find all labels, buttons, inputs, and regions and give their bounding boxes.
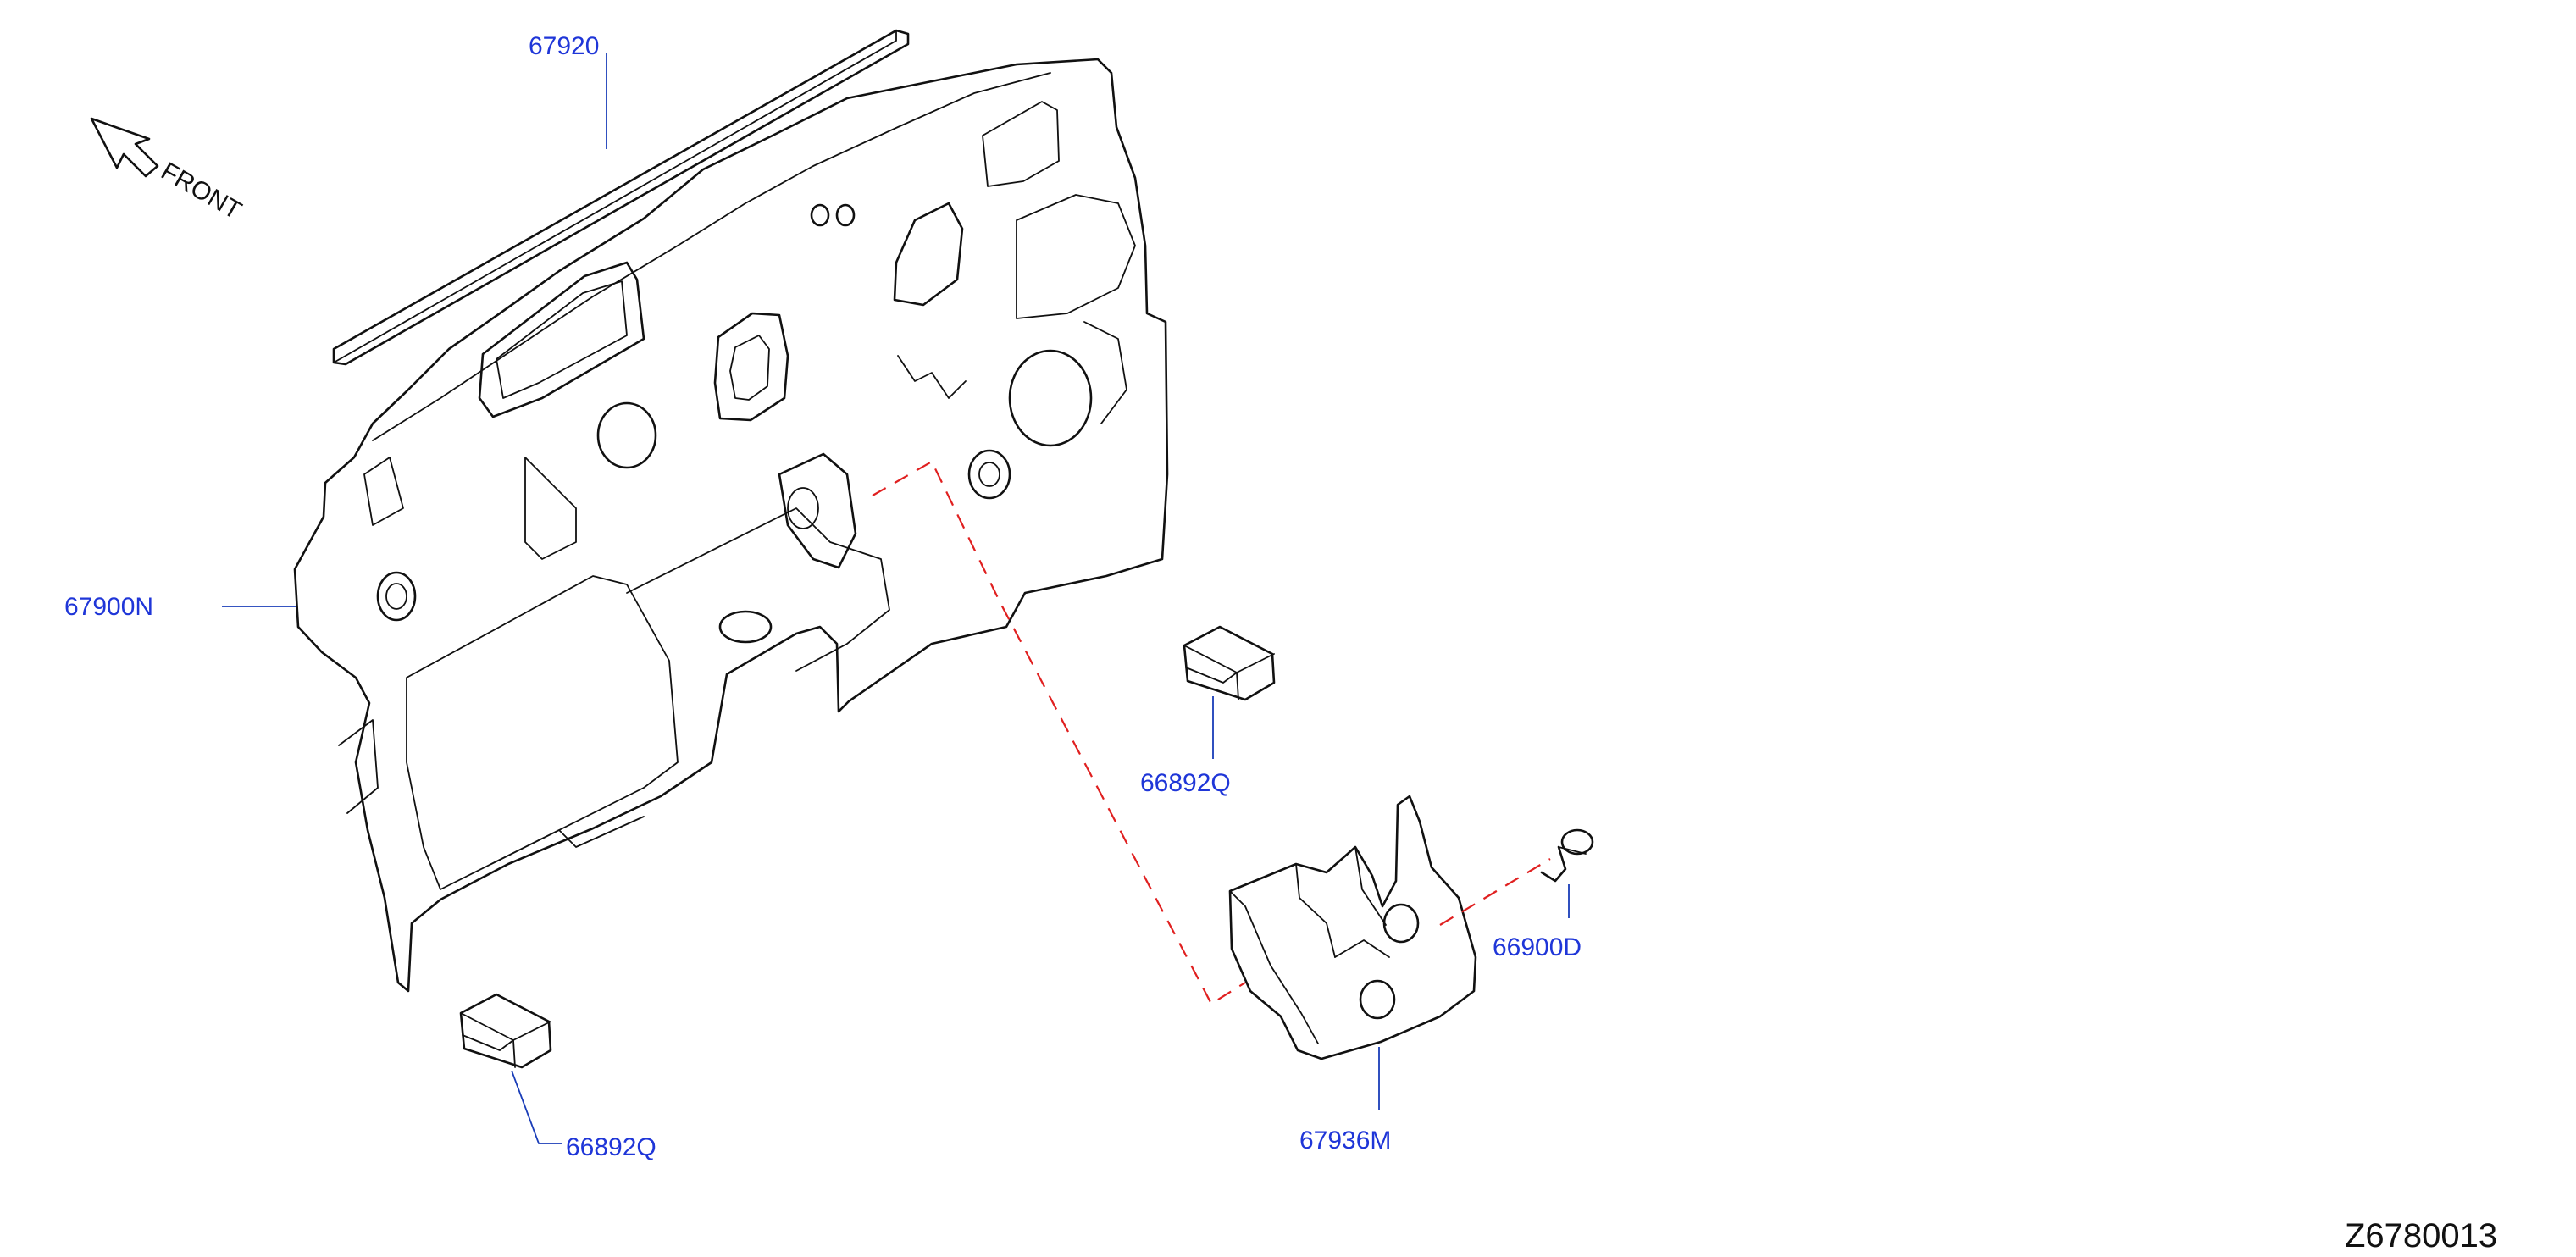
callout-67900N: 67900N (64, 593, 153, 621)
drawing-number: Z6780013 (2345, 1217, 2497, 1254)
dash-insulator-part (293, 58, 1169, 993)
callout-66892Q-lower: 66892Q (566, 1133, 656, 1161)
callout-66900D: 66900D (1493, 933, 1582, 961)
assembly-dashed-line (872, 460, 1551, 1005)
callout-67920: 67920 (529, 32, 599, 60)
clip-upper-part (1183, 625, 1276, 701)
clip-lower-part (459, 993, 552, 1069)
callout-67936M: 67936M (1299, 1127, 1391, 1155)
insulator-bracket-part (1228, 795, 1477, 1060)
front-direction-arrow (90, 117, 159, 178)
weatherstrip-part (332, 29, 910, 366)
front-label: FRONT (157, 157, 247, 224)
callout-66892Q-upper: 66892Q (1140, 769, 1231, 797)
leader-clip-lower (511, 1070, 562, 1144)
clip-fastener-part (1540, 828, 1594, 883)
